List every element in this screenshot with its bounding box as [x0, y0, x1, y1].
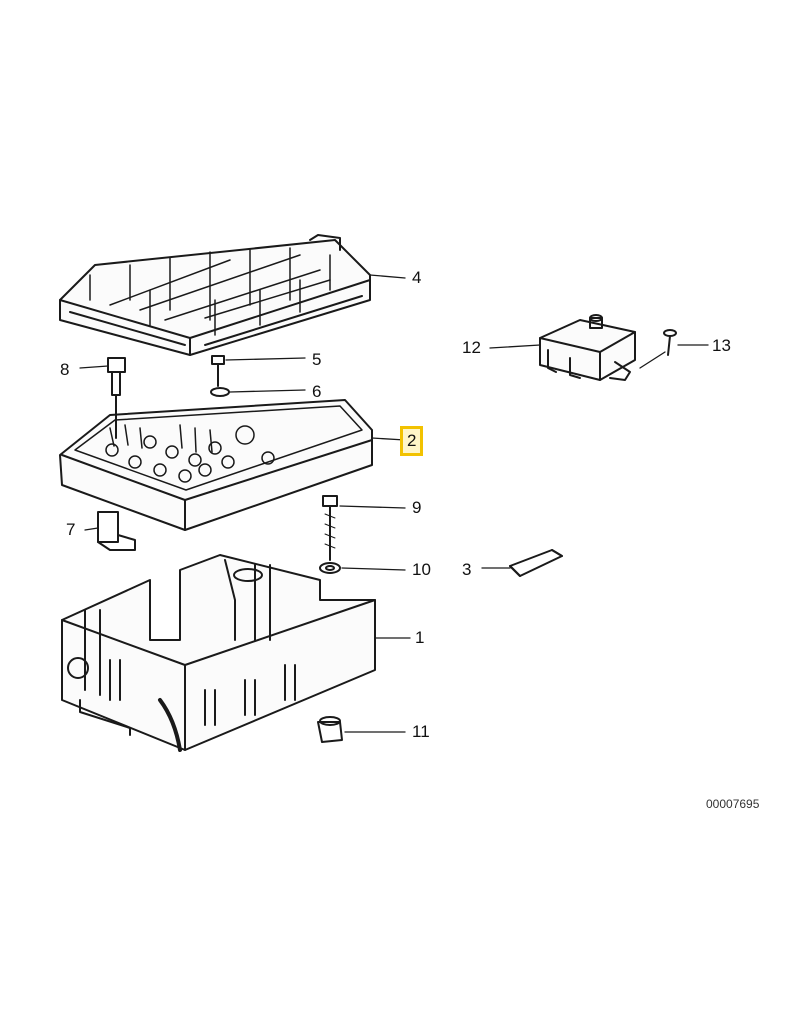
callout-5[interactable]: 5: [312, 350, 322, 369]
callout-11[interactable]: 11: [412, 722, 430, 741]
washer-illustration: [210, 387, 230, 397]
callout-3[interactable]: 3: [462, 560, 472, 579]
washer-nut-illustration: [319, 562, 341, 574]
relay-box-illustration: [539, 314, 636, 381]
callout-4[interactable]: 4: [412, 268, 422, 287]
housing-illustration: [61, 554, 376, 752]
callout-2-selected[interactable]: 2: [400, 426, 424, 456]
grommet-illustration: [317, 716, 343, 743]
callout-9[interactable]: 9: [412, 498, 422, 517]
callout-10[interactable]: 10: [412, 560, 431, 579]
callout-12[interactable]: 12: [462, 338, 481, 357]
bolt-illustration: [107, 357, 126, 439]
fuse-carrier-illustration: [59, 399, 373, 531]
diagram-reference-code: 00007695: [706, 797, 760, 811]
bracket-illustration: [97, 511, 136, 551]
callout-6[interactable]: 6: [312, 382, 322, 401]
callout-8[interactable]: 8: [60, 360, 70, 379]
long-screw-illustration: [322, 495, 338, 561]
callout-7[interactable]: 7: [66, 520, 76, 539]
callout-13[interactable]: 13: [712, 336, 731, 355]
callout-1[interactable]: 1: [415, 628, 425, 647]
cover-illustration: [59, 234, 371, 356]
screw-illustration: [211, 355, 225, 387]
small-screw-illustration: [663, 329, 677, 356]
fuse-illustration: [509, 549, 563, 577]
